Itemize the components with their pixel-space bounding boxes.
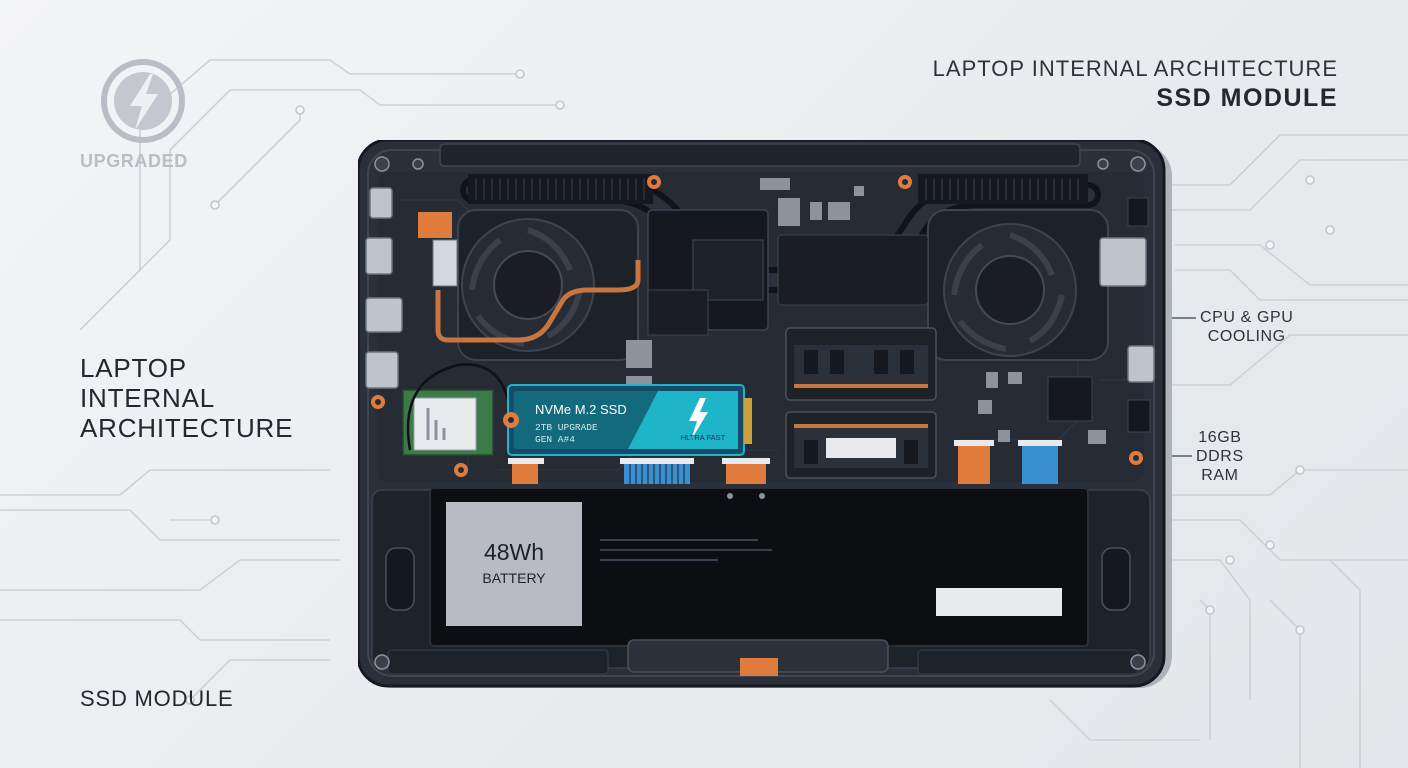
- right-fan: [928, 210, 1108, 360]
- battery-capacity: 48Wh: [484, 539, 544, 565]
- ssd-gen: GEN A#4: [535, 434, 575, 445]
- ram-slot-top: [786, 328, 936, 400]
- battery: 48Wh BATTERY: [430, 488, 1088, 646]
- ssd-module: NVMe M.2 SSD 2TB UPGRADE GEN A#4 HLTRA F…: [503, 385, 752, 455]
- ram-slot-bottom: [786, 412, 936, 478]
- laptop-chassis: NVMe M.2 SSD 2TB UPGRADE GEN A#4 HLTRA F…: [358, 140, 1176, 692]
- battery-label: BATTERY: [482, 570, 546, 586]
- ssd-capacity: 2TB UPGRADE: [535, 422, 598, 433]
- ssd-name: NVMe M.2 SSD: [535, 402, 627, 417]
- ssd-speed-badge: HLTRA FAST: [681, 433, 726, 442]
